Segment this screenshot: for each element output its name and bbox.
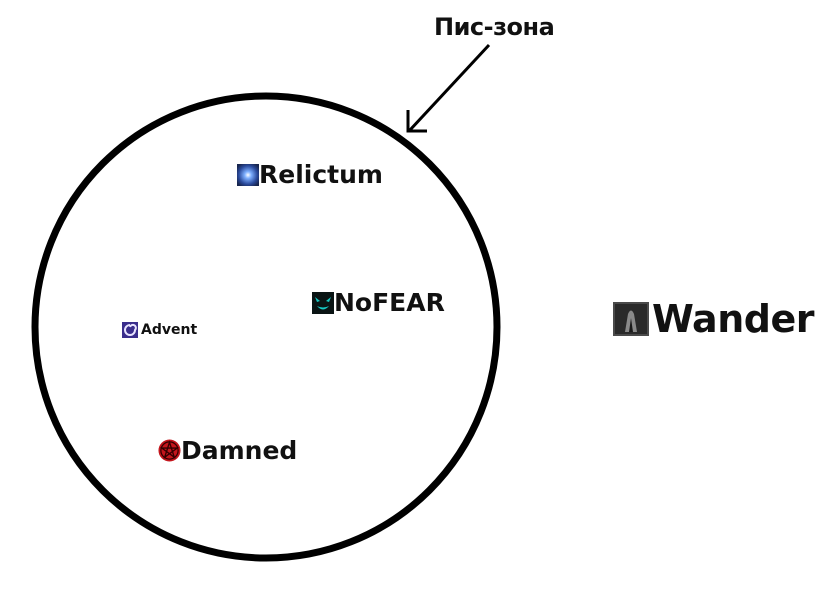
guild-name: Wander	[652, 297, 814, 341]
guild-damned: Damned	[158, 436, 297, 465]
guild-name: Advent	[141, 322, 198, 338]
guild-wander: Wander	[613, 297, 814, 341]
peace-zone-circle	[31, 92, 501, 562]
guild-name: Relictum	[259, 160, 383, 189]
cyan-demon-face-icon	[312, 291, 334, 314]
guild-nofear: NoFEAR	[312, 288, 445, 317]
pointer-arrow	[406, 43, 491, 133]
blue-orb-icon	[237, 163, 259, 186]
guild-relictum: Relictum	[237, 160, 383, 189]
peace-zone-label: Пис-зона	[434, 13, 555, 41]
guild-advent: Advent	[122, 322, 197, 338]
guild-name: NoFEAR	[334, 288, 445, 317]
guild-name: Damned	[181, 436, 298, 465]
grey-hooded-figure-icon	[613, 302, 649, 336]
red-pentagram-icon	[158, 439, 181, 462]
purple-spiral-icon	[122, 322, 138, 338]
